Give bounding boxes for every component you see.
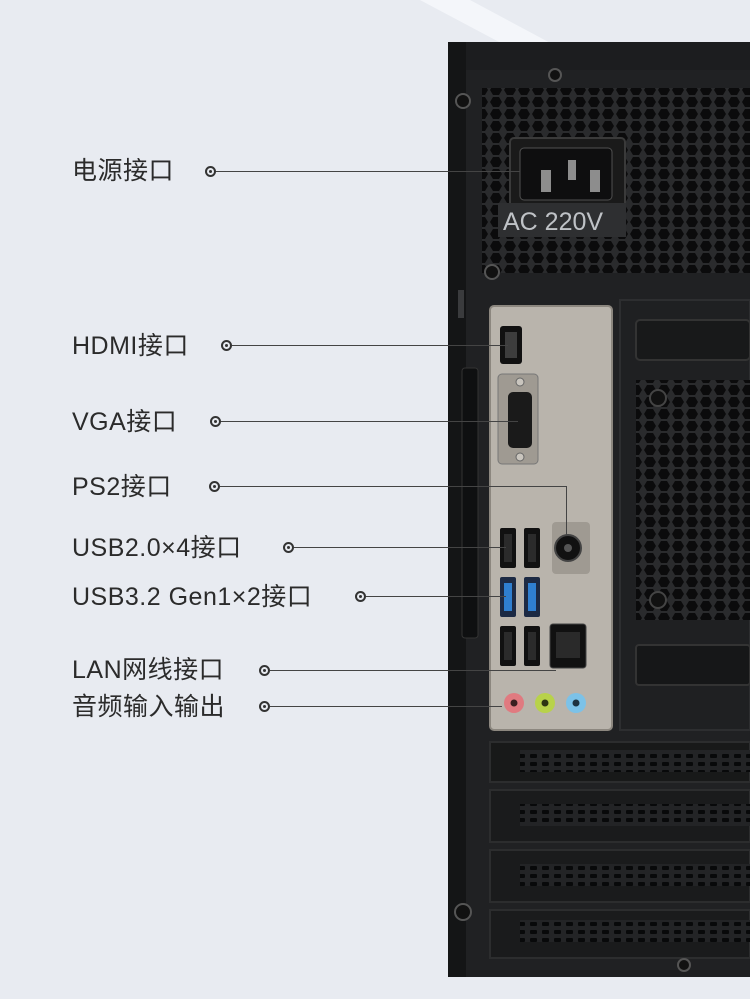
fan-grille: [636, 380, 750, 620]
callout-line: [566, 486, 567, 536]
callout-dot-icon: [205, 166, 216, 177]
callout-label-usb3: USB3.2 Gen1×2接口: [72, 583, 313, 611]
callout-dot-icon: [210, 416, 221, 427]
callout-line: [216, 171, 520, 172]
expansion-slots: [454, 741, 750, 972]
callout-dot-icon: [209, 481, 220, 492]
callout-line: [366, 596, 506, 597]
callout-label-lan: LAN网线接口: [72, 656, 225, 684]
callout-label-vga: VGA接口: [72, 408, 178, 436]
callout-line: [220, 486, 566, 487]
callout-label-usb2: USB2.0×4接口: [72, 534, 242, 562]
callout-line: [270, 706, 502, 707]
callout-dot-icon: [283, 542, 294, 553]
callout-label-audio: 音频输入输出: [72, 693, 226, 721]
callout-label-hdmi: HDMI接口: [72, 332, 189, 360]
vga-port: [508, 392, 532, 448]
callout-line: [294, 547, 506, 548]
callout-dot-icon: [259, 701, 270, 712]
callout-line: [221, 421, 518, 422]
psu-area: AC 220V: [455, 68, 750, 280]
callout-line: [232, 345, 508, 346]
callout-label-ps2: PS2接口: [72, 473, 172, 501]
psu-marking: AC 220V: [503, 208, 603, 236]
callout-dot-icon: [259, 665, 270, 676]
callout-dot-icon: [221, 340, 232, 351]
callout-dot-icon: [355, 591, 366, 602]
io-shield: [489, 305, 613, 731]
callout-line: [270, 670, 556, 671]
callout-label-power: 电源接口: [72, 157, 175, 185]
